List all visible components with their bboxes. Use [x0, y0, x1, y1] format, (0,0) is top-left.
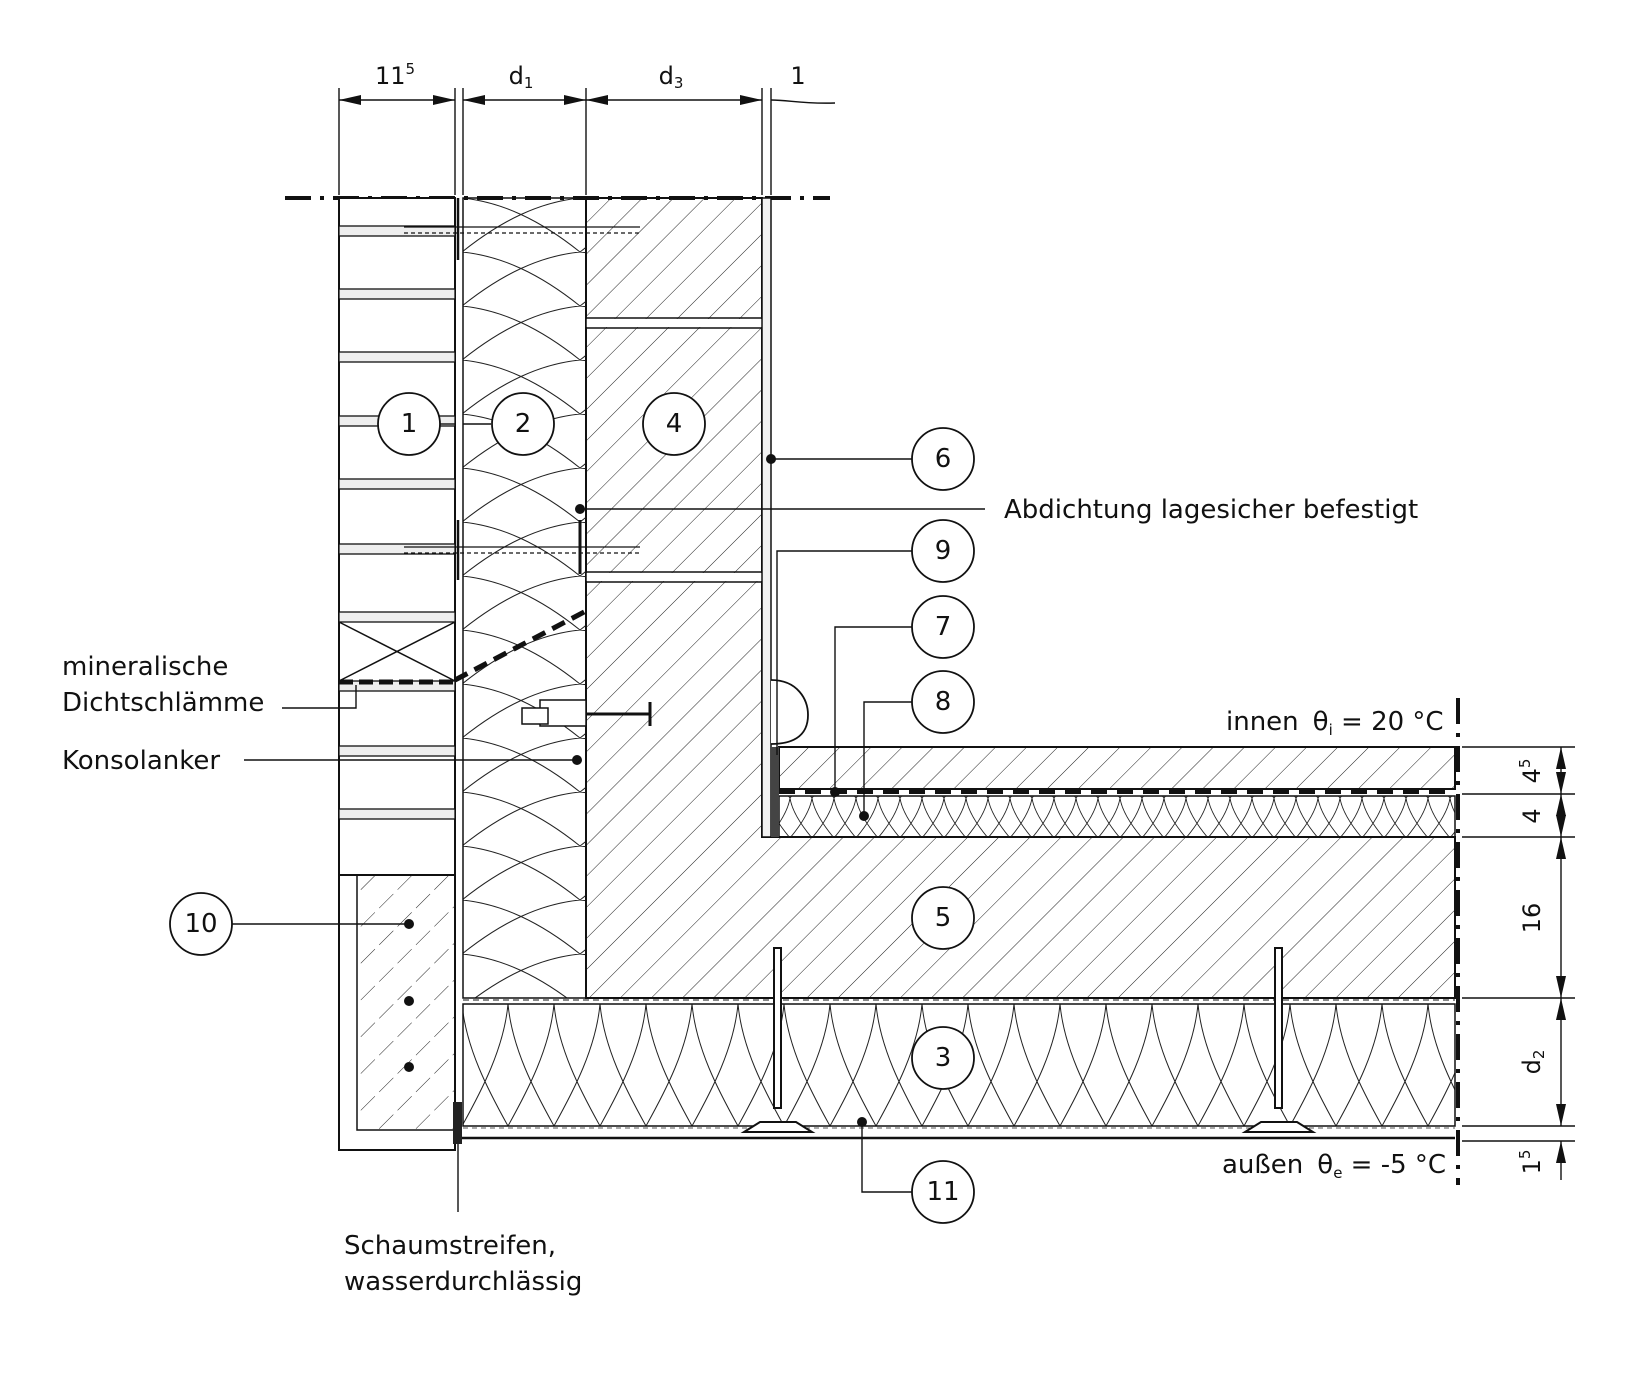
edge-strip — [771, 747, 779, 837]
marker-11: 11 — [911, 1160, 975, 1224]
dim-top-4: 1 — [790, 62, 805, 90]
wall-joint-fill-1 — [586, 319, 762, 327]
dim-top-d3: d3 — [659, 62, 684, 92]
leader-lines — [232, 423, 985, 1212]
label-abdichtung: Abdichtung lagesicher befestigt — [1004, 495, 1418, 525]
dim-right-4: 4 — [1518, 808, 1546, 823]
label-dichtschlaemme-2: Dichtschlämme — [62, 688, 264, 718]
wall-joint-fill-2 — [586, 573, 762, 581]
svg-text:4: 4 — [666, 409, 683, 439]
svg-text:7: 7 — [935, 612, 952, 642]
svg-text:3: 3 — [935, 1043, 952, 1073]
svg-text:9: 9 — [935, 536, 952, 566]
marker-4: 4 — [642, 392, 706, 456]
skirting-board — [770, 679, 809, 745]
leader-dots — [404, 454, 869, 1127]
marker-1: 1 — [377, 392, 441, 456]
insulation-dowels — [740, 947, 1317, 1133]
dim-right-d2: d2 — [1518, 1050, 1548, 1075]
marker-8: 8 — [911, 670, 975, 734]
marker-3: 3 — [911, 1026, 975, 1090]
label-schaumstreifen-2: wasserdurchlässig — [344, 1267, 582, 1297]
marker-5: 5 — [911, 886, 975, 950]
console-anchor — [453, 520, 652, 727]
svg-text:10: 10 — [184, 909, 217, 939]
marker-10: 10 — [169, 892, 233, 956]
marker-6: 6 — [911, 427, 975, 491]
dim-right-15: 15 — [1516, 1150, 1546, 1175]
label-konsolanker: Konsolanker — [62, 746, 220, 776]
top-dimension-chain — [338, 88, 836, 195]
top-dimension-arrows — [339, 95, 762, 105]
brick-facing — [338, 197, 456, 876]
insulation-wall — [462, 197, 587, 999]
svg-text:2: 2 — [515, 409, 532, 439]
wall-joints — [586, 317, 762, 583]
inner-plaster — [761, 197, 772, 838]
impact-insulation — [778, 795, 1456, 838]
dim-top-1: 115 — [375, 60, 415, 90]
svg-text:8: 8 — [935, 687, 952, 717]
svg-text:11: 11 — [926, 1177, 959, 1207]
svg-text:5: 5 — [935, 903, 952, 933]
dim-right-45: 45 — [1516, 759, 1546, 784]
dim-top-d1: d1 — [509, 62, 534, 92]
marker-2: 2 — [491, 392, 555, 456]
svg-text:6: 6 — [935, 444, 952, 474]
foam-strip — [453, 1102, 462, 1144]
marker-9: 9 — [911, 519, 975, 583]
label-schaumstreifen-1: Schaumstreifen, — [344, 1231, 556, 1261]
wall-ties — [404, 198, 640, 580]
svg-text:1: 1 — [401, 409, 418, 439]
screed — [778, 746, 1456, 790]
marker-7: 7 — [911, 595, 975, 659]
label-dichtschlaemme-1: mineralische — [62, 652, 228, 682]
dim-right-16: 16 — [1518, 903, 1546, 934]
right-dimension-arrows — [1556, 747, 1566, 1163]
